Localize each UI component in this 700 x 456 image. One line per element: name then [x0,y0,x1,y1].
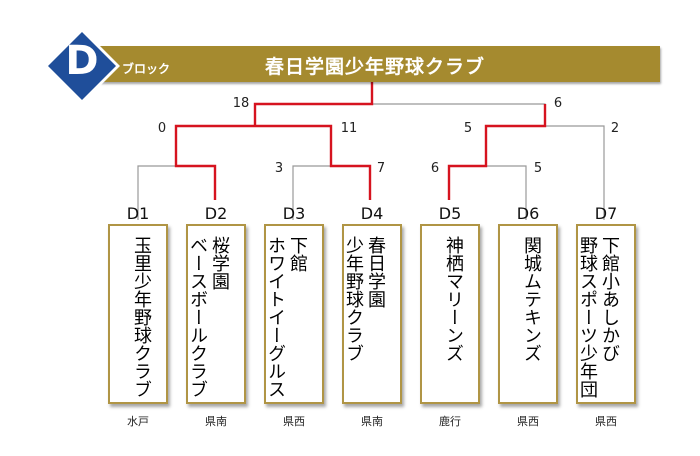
score-q2-b: 5 [533,161,543,176]
line-d6 [486,165,527,220]
team-code-d1: D1 [126,204,150,223]
team-code-d3: D3 [282,204,306,223]
line-d3 [292,165,331,220]
score-q1-b: 7 [376,161,386,176]
block-diamond-icon [42,26,122,106]
team-name: 春日学園 少年野球クラブ [343,236,386,362]
score-semi-right-a: 5 [463,121,473,136]
team-region: 鹿行 [439,415,461,428]
winner-banner [100,46,660,82]
team-code-d2: D2 [204,204,228,223]
team-region: 水戸 [127,415,149,428]
team-region: 県西 [517,415,539,428]
team-name: 桜学園 ベースボールクラブ [187,236,230,398]
team-name: 玉里少年野球クラブ [131,236,152,398]
score-q1-a: 3 [274,161,284,176]
line-d1 [137,165,176,220]
score-q2-a: 6 [430,161,440,176]
team-region: 県南 [205,415,227,428]
team-code-d6: D6 [516,204,540,223]
team-card-d1: 玉里少年野球クラブ [108,224,168,404]
team-card-d6: 関城ムテキンズ [498,224,558,404]
score-final-left: 18 [232,96,250,111]
team-code-d7: D7 [594,204,618,223]
line-d4 [255,124,372,200]
winner-name: 春日学園少年野球クラブ [264,56,485,78]
team-card-d4: 春日学園 少年野球クラブ [342,224,402,404]
block-label: ブロック [122,62,171,76]
score-semi-right-b: 2 [610,121,620,136]
score-semi-left-a: 0 [157,121,167,136]
line-d5 [447,104,547,200]
team-card-d5: 神栖マリーンズ [420,224,480,404]
score-semi-left-b: 11 [340,121,358,136]
team-card-d7: 下館小あしかび 野球スポーツ少年団 [576,224,636,404]
line-final-right [372,103,546,112]
team-card-d2: 桜学園 ベースボールクラブ [186,224,246,404]
team-name: 関城ムテキンズ [521,236,542,362]
line-d7 [545,125,605,220]
team-name: 神栖マリーンズ [443,236,464,362]
score-final-right: 6 [553,96,563,111]
team-code-d5: D5 [438,204,462,223]
block-letter: D [65,38,99,84]
team-name: 下館小あしかび 野球スポーツ少年団 [577,236,620,398]
team-region: 県西 [595,415,617,428]
team-code-d4: D4 [360,204,384,223]
team-region: 県南 [361,415,383,428]
line-d2 [174,124,255,200]
team-card-d3: 下館 ホワイトイーグルス [264,224,324,404]
team-region: 県西 [283,415,305,428]
team-name: 下館 ホワイトイーグルス [265,236,308,398]
line-final-left [253,82,374,126]
